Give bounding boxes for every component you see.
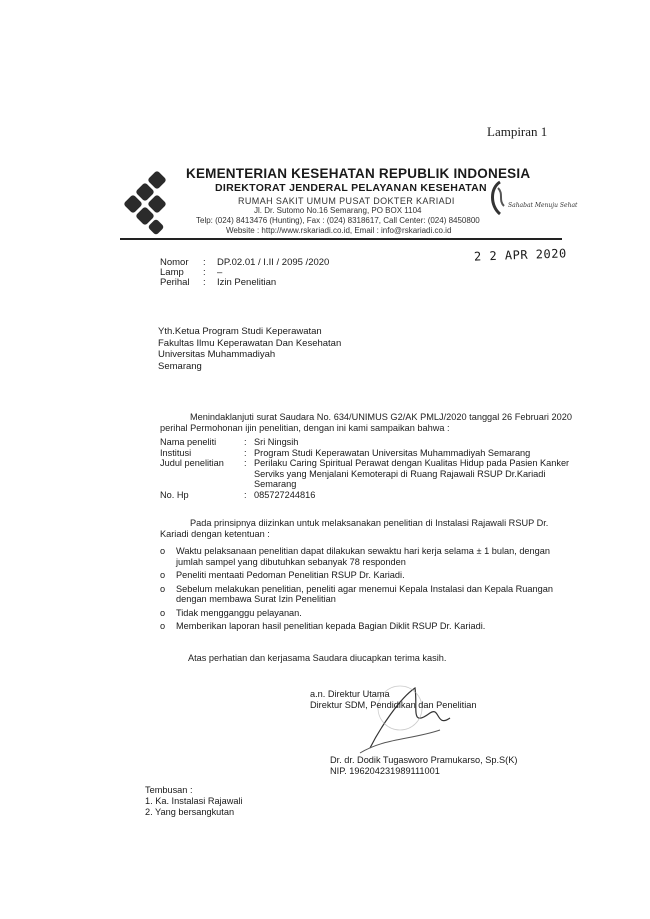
lamp-label: Lamp	[160, 267, 184, 278]
researcher-details: Nama peneliti:Sri Ningsih Institusi:Prog…	[160, 437, 584, 500]
hospital-name: RUMAH SAKIT UMUM PUSAT DOKTER KARIADI	[238, 196, 455, 206]
list-item: o Waktu pelaksanaan penelitian dapat dila…	[160, 546, 572, 567]
hospital-address: Jl. Dr. Sutomo No.16 Semarang, PO BOX 11…	[254, 206, 422, 215]
list-item-text: Sebelum melakukan penelitian, peneliti a…	[176, 583, 553, 605]
lamp-value: –	[217, 267, 223, 278]
list-item-text: Waktu pelaksanaan penelitian dapat dilak…	[176, 546, 550, 567]
opening-paragraph: Menindaklanjuti surat Saudara No. 634/UN…	[160, 412, 572, 434]
addressee-line: Universitas Muhammadiyah	[158, 349, 276, 360]
tembusan-title: Tembusan :	[145, 785, 193, 795]
detail-value: Perilaku Caring Spiritual Perawat dengan…	[254, 458, 570, 489]
signatory-name: Dr. dr. Dodik Tugasworo Pramukarso, Sp.S…	[330, 755, 518, 765]
detail-value: Program Studi Keperawatan Universitas Mu…	[254, 447, 531, 458]
meta-lamp: Lamp:–	[160, 267, 223, 278]
signatory-nip: NIP. 196204231989111001	[330, 766, 440, 776]
detail-label: Nama peneliti	[160, 437, 217, 447]
signature-position: Direktur SDM, Pendidikan dan Penelitian	[310, 700, 477, 710]
meta-perihal: Perihal:Izin Penelitian	[160, 277, 277, 288]
list-item-text: Tidak mengganggu pelayanan.	[176, 607, 302, 618]
list-item: o Tidak mengganggu pelayanan.	[160, 608, 572, 619]
tembusan-item: 1. Ka. Instalasi Rajawali	[145, 796, 243, 806]
header-divider	[120, 238, 562, 240]
closing-paragraph: Atas perhatian dan kerjasama Saudara diu…	[188, 653, 447, 663]
bullet-icon: o	[160, 621, 166, 631]
list-item-text: Peneliti mentaati Pedoman Penelitian RSU…	[176, 570, 405, 580]
directorate-title: DIREKTORAT JENDERAL PELAYANAN KESEHATAN	[215, 182, 487, 194]
addressee-line: Semarang	[158, 360, 202, 372]
list-item: o Sebelum melakukan penelitian, peneliti …	[160, 584, 572, 605]
list-item: o Peneliti mentaati Pedoman Penelitian RS…	[160, 570, 572, 581]
tembusan-item: 2. Yang bersangkutan	[145, 807, 235, 817]
bullet-icon: o	[160, 607, 166, 618]
addressee-block: Yth.Ketua Program Studi Keperawatan Faku…	[158, 326, 341, 372]
detail-label: Institusi	[160, 447, 192, 458]
addressee-line: Yth.Ketua Program Studi Keperawatan	[158, 326, 322, 337]
hospital-logo: Sahabat Menuju Sehat	[486, 178, 577, 218]
detail-row: Institusi:Program Studi Keperawatan Univ…	[160, 448, 584, 459]
conditions-list: o Waktu pelaksanaan penelitian dapat dila…	[160, 546, 572, 635]
bullet-icon: o	[160, 546, 166, 556]
detail-row: Nama peneliti:Sri Ningsih	[160, 437, 584, 448]
letter-date: 2 2 APR 2020	[473, 246, 567, 264]
addressee-line: Fakultas Ilmu Keperawatan Dan Kesehatan	[158, 337, 342, 349]
perihal-label: Perihal	[160, 277, 190, 288]
list-item-text: Memberikan laporan hasil penelitian kepa…	[176, 621, 486, 631]
detail-value: Sri Ningsih	[254, 437, 299, 447]
handwritten-signature	[359, 685, 451, 754]
detail-label: No. Hp	[160, 489, 189, 500]
nomor-value: DP.02.01 / I.II / 2095 /2020	[217, 257, 330, 268]
detail-value: 085727244816	[254, 489, 316, 500]
hospital-logo-tagline: Sahabat Menuju Sehat	[508, 202, 578, 209]
bullet-icon: o	[160, 570, 166, 580]
opening-paragraph-text: Menindaklanjuti surat Saudara No. 634/UN…	[160, 412, 572, 433]
lampiran-label: Lampiran 1	[487, 124, 548, 139]
detail-row: No. Hp:085727244816	[160, 490, 584, 501]
signature-on-behalf: a.n. Direktur Utama	[310, 689, 390, 699]
bullet-icon: o	[160, 583, 166, 594]
hospital-website: Website : http://www.rskariadi.co.id, Em…	[226, 226, 452, 235]
meta-nomor: Nomor:DP.02.01 / I.II / 2095 /2020	[160, 257, 330, 268]
nomor-label: Nomor	[160, 257, 189, 268]
perihal-value: Izin Penelitian	[217, 277, 277, 288]
detail-row: Judul penelitian:Perilaku Caring Spiritu…	[160, 458, 584, 490]
list-item: o Memberikan laporan hasil penelitian kep…	[160, 621, 572, 632]
permission-paragraph-text: Pada prinsipnya diizinkan untuk melaksan…	[160, 518, 549, 539]
kemenkes-logo	[124, 171, 166, 235]
tembusan-block: Tembusan : 1. Ka. Instalasi Rajawali 2. …	[145, 785, 243, 818]
permission-paragraph: Pada prinsipnya diizinkan untuk melaksan…	[160, 518, 572, 540]
hospital-phone: Telp: (024) 8413476 (Hunting), Fax : (02…	[196, 216, 480, 225]
detail-label: Judul penelitian	[160, 458, 224, 468]
ministry-title: KEMENTERIAN KESEHATAN REPUBLIK INDONESIA	[186, 166, 531, 181]
